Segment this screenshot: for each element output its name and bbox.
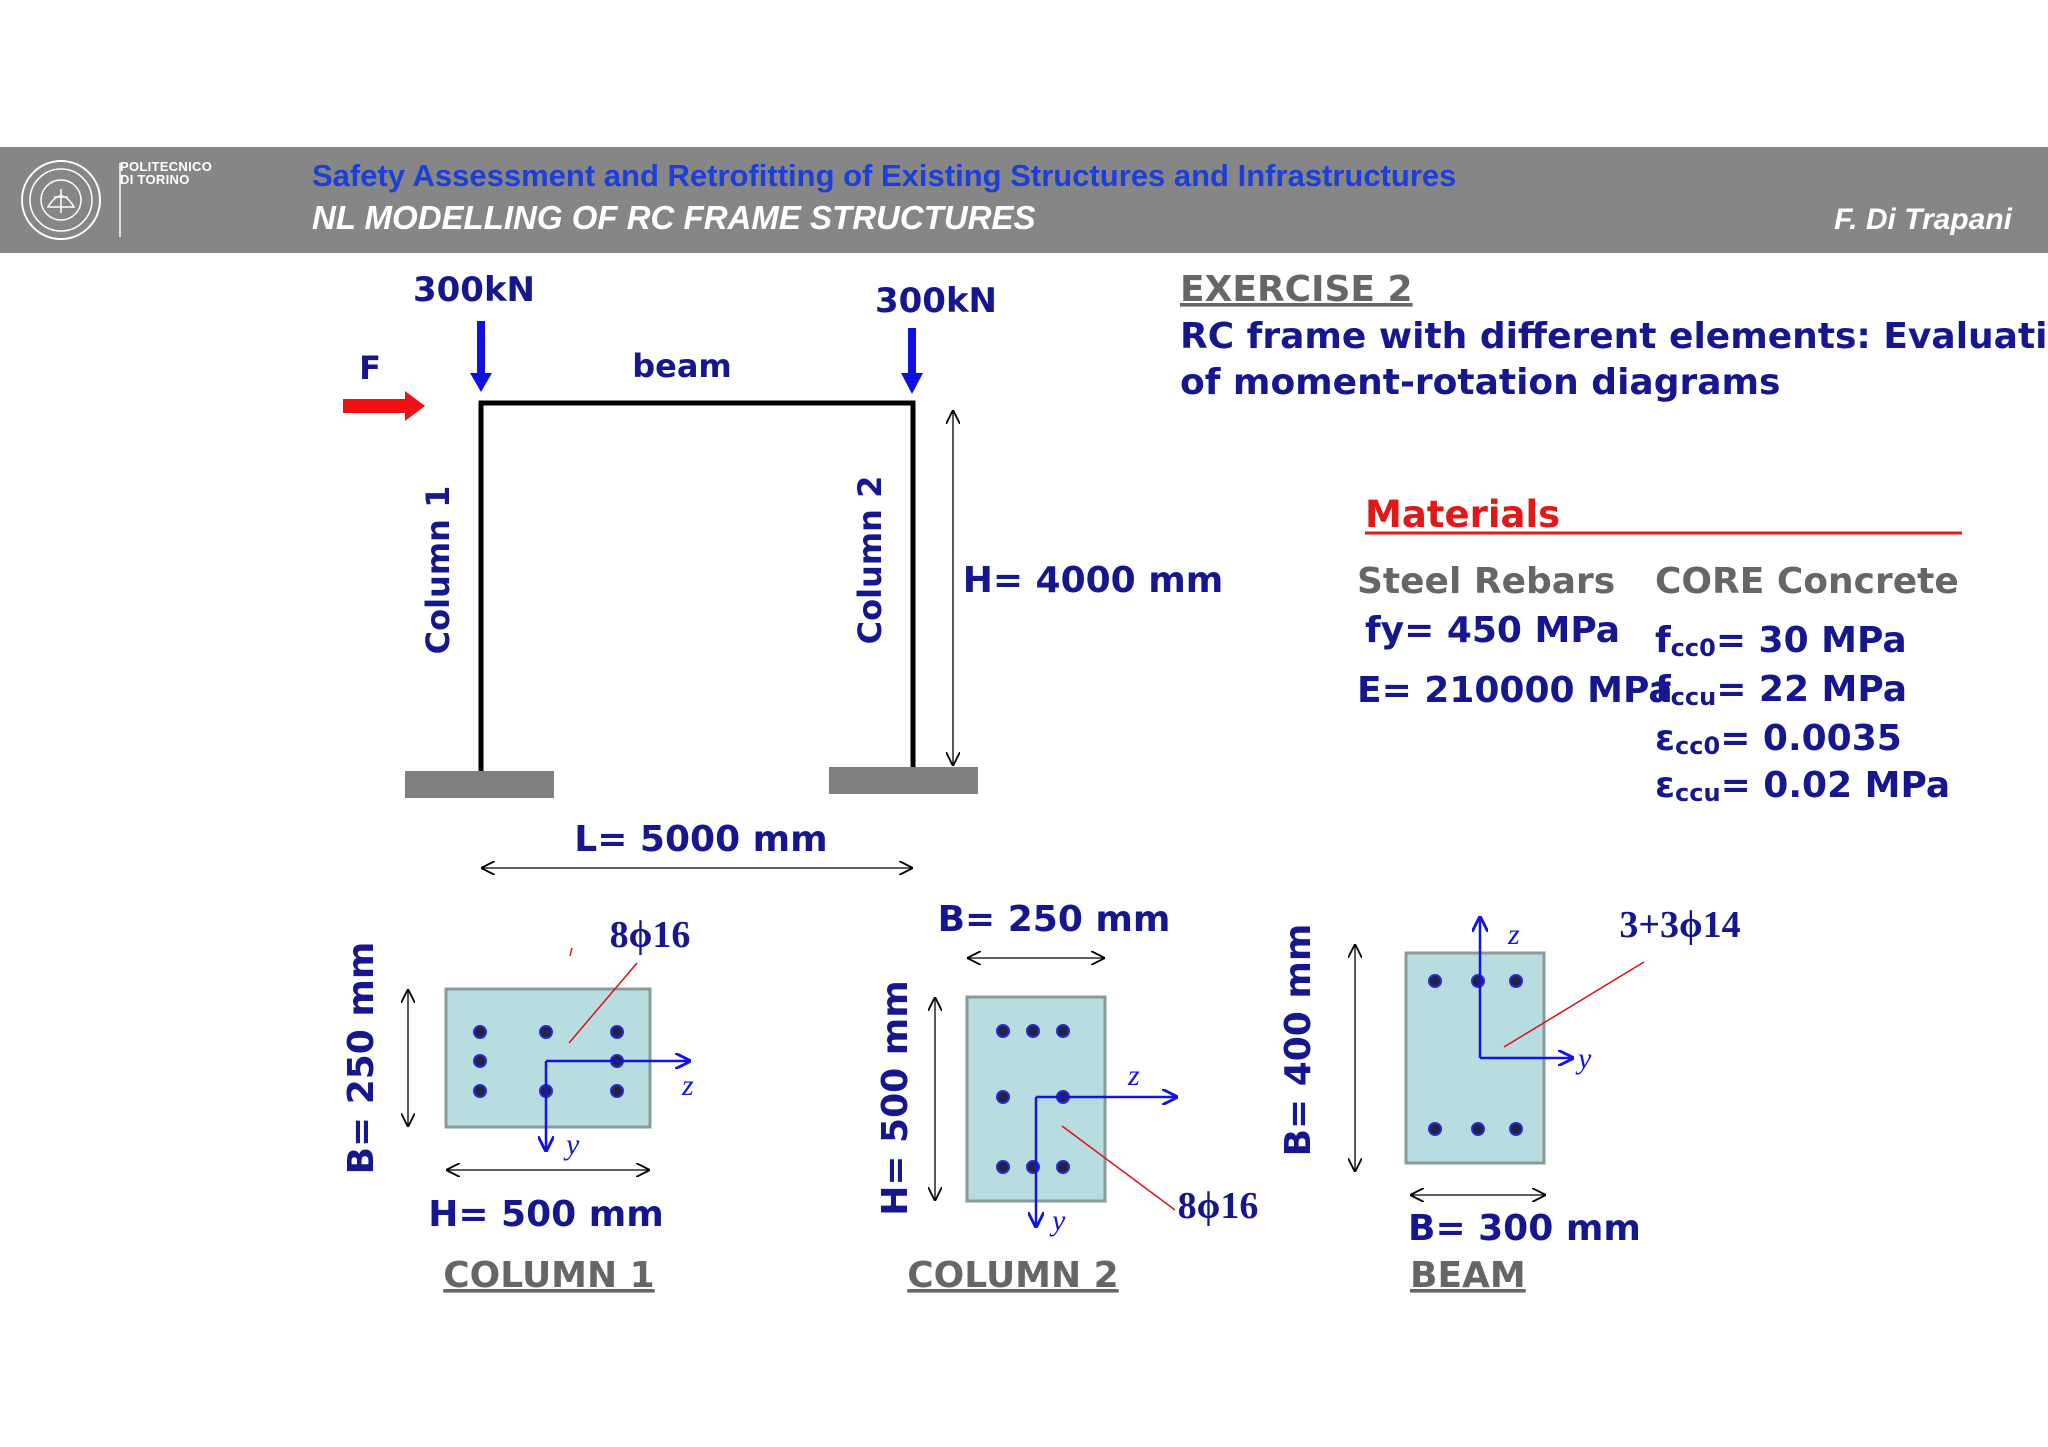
column1-width-label: B= 250 mm: [341, 942, 382, 1175]
load-arrow-right: [901, 328, 923, 394]
column1-leader-tip: [569, 947, 573, 957]
core-concrete-heading: CORE Concrete: [1655, 561, 1959, 602]
frame-members: [478, 400, 916, 775]
lecture-subtitle: NL MODELLING OF RC FRAME STRUCTURES: [312, 199, 1036, 236]
column2-leader-line: [1061, 1125, 1176, 1211]
institution-name: POLITECNICO DI TORINO: [120, 160, 212, 186]
frame-structure: [405, 400, 978, 798]
beam-y-label: y: [1575, 1042, 1592, 1075]
column1-z-label: z: [681, 1069, 694, 1102]
column2-rebar-label: 8ϕ16: [1178, 1185, 1259, 1227]
beam-height-label: B= 400 mm: [1278, 924, 1319, 1157]
concrete-eccu: εccu= 0.02 MPa: [1655, 765, 1950, 807]
column2-z-label: z: [1127, 1059, 1140, 1092]
beam-leader-line: [1503, 961, 1645, 1048]
header-banner: POLITECNICO DI TORINO Safety Assessment …: [0, 147, 2048, 253]
column1-rebar-label: 8ϕ16: [610, 914, 691, 956]
support-right: [829, 767, 978, 794]
column1-leader-line: [568, 962, 638, 1044]
length-dimension-label: L= 5000 mm: [574, 819, 827, 860]
column2-section: z y 8ϕ16 B= 250 mm H= 500 mm COLUMN 2: [875, 899, 1258, 1296]
column1-y-label: y: [563, 1128, 580, 1161]
steel-elastic-modulus: E= 210000 MPa: [1357, 670, 1673, 711]
steel-rebars-heading: Steel Rebars: [1357, 561, 1615, 602]
institution-line-2: DI TORINO: [120, 172, 190, 187]
column2-label: Column 2: [851, 476, 889, 645]
concrete-fccu: fccu= 22 MPa: [1655, 669, 1907, 711]
beam-section: z y 3+3ϕ14 B= 400 mm B= 300 mm BEAM: [1278, 904, 1741, 1296]
materials-heading: Materials: [1365, 493, 1560, 536]
column2-height-label: H= 500 mm: [875, 980, 916, 1216]
column2-y-label: y: [1049, 1204, 1066, 1237]
concrete-fcc0: fcc0= 30 MPa: [1655, 620, 1907, 662]
column1-height-label: H= 500 mm: [428, 1194, 664, 1235]
author-name: F. Di Trapani: [1834, 203, 2012, 236]
beam-width-label: B= 300 mm: [1408, 1208, 1641, 1249]
force-label: F: [359, 349, 381, 387]
beam-label: beam: [632, 347, 732, 385]
force-arrow: [343, 391, 425, 421]
column1-caption: COLUMN 1: [443, 1255, 654, 1296]
exercise-description-line-2: of moment-rotation diagrams: [1180, 362, 1780, 403]
course-title: Safety Assessment and Retrofitting of Ex…: [312, 158, 1457, 193]
load-arrow-left: [470, 321, 492, 392]
support-left: [405, 771, 554, 798]
beam-caption: BEAM: [1410, 1255, 1526, 1296]
beam-rebar-label: 3+3ϕ14: [1619, 904, 1740, 946]
institution-line-1: POLITECNICO: [120, 159, 213, 174]
column1-section: z y 8ϕ16 B= 250 mm H= 500 mm COLUMN 1: [341, 914, 694, 1296]
exercise-description-line-1: RC frame with different elements: Evalua…: [1180, 316, 2048, 357]
load-right-label: 300kN: [875, 281, 997, 321]
beam-rebars: [1428, 974, 1523, 1136]
height-dimension-label: H= 4000 mm: [963, 560, 1224, 601]
exercise-heading: EXERCISE 2: [1180, 269, 1413, 310]
column2-width-label: B= 250 mm: [938, 899, 1171, 940]
concrete-ecc0: εcc0= 0.0035: [1655, 718, 1902, 760]
column2-caption: COLUMN 2: [907, 1255, 1118, 1296]
beam-z-label: z: [1507, 918, 1520, 951]
load-left-label: 300kN: [413, 270, 535, 310]
steel-fy: fy= 450 MPa: [1365, 610, 1620, 651]
column1-label: Column 1: [419, 486, 457, 655]
politecnico-seal-logo: [21, 160, 121, 240]
